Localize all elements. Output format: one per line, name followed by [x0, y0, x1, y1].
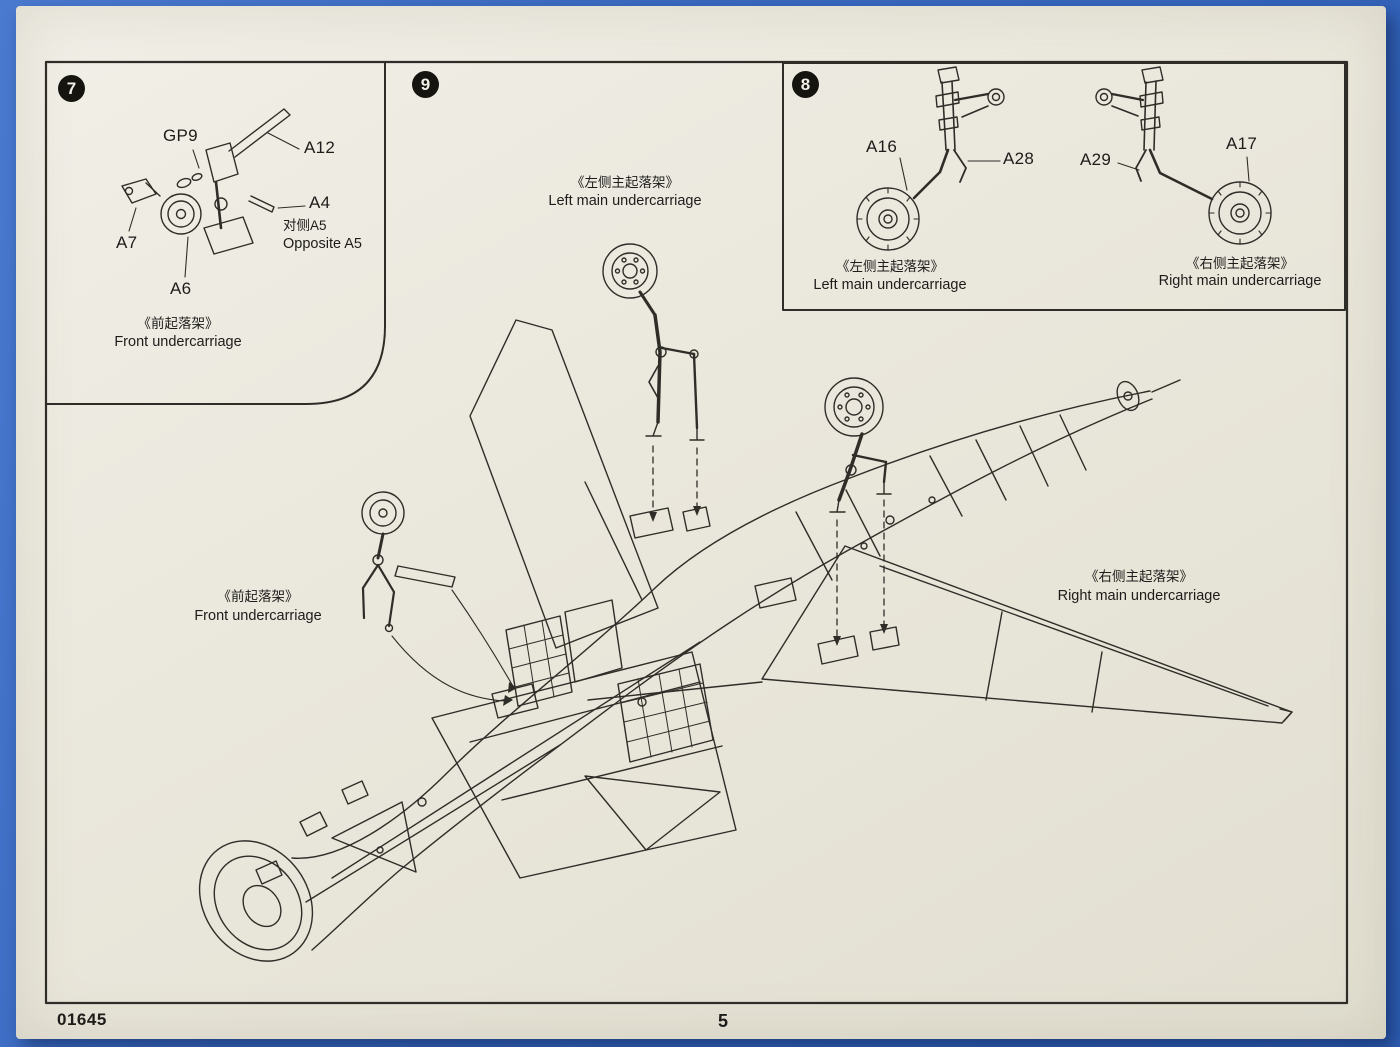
part-label-a29: A29 [1080, 150, 1112, 169]
part-label-a17: A17 [1226, 134, 1258, 153]
right-main-undercarriage-diagram [824, 377, 892, 646]
step9-left-main-caption-zh: 《左侧主起落架》 [571, 175, 679, 190]
part-label-gp9: GP9 [163, 126, 198, 145]
step-7-badge: 7 [58, 75, 85, 102]
step9-left-main-caption-en: Left main undercarriage [548, 193, 702, 209]
part-label-a4: A4 [309, 193, 331, 212]
step8-right-main-undercarriage-diagram [1095, 66, 1272, 245]
step-8-badge: 8 [792, 71, 819, 98]
step-7-number: 7 [66, 78, 77, 98]
step8-left-caption-zh: 《左侧主起落架》 [836, 259, 944, 274]
left-main-undercarriage-diagram [602, 243, 705, 522]
part-label-a7: A7 [116, 233, 138, 252]
page-border [44, 60, 1349, 1005]
step8-left-caption-en: Left main undercarriage [813, 277, 967, 293]
part-label-a28: A28 [1003, 149, 1035, 168]
kit-number: 01645 [57, 1010, 107, 1029]
step7-caption-en: Front undercarriage [114, 334, 242, 350]
step7-caption-zh: 《前起落架》 [137, 316, 219, 331]
part-label-a16: A16 [866, 137, 898, 156]
step9-right-main-caption-zh: 《右侧主起落架》 [1085, 569, 1193, 584]
step-9-number: 9 [420, 74, 431, 94]
page-number: 5 [717, 1011, 729, 1031]
part-label-a6: A6 [170, 279, 192, 298]
instruction-sheet-paper [16, 6, 1386, 1039]
step9-right-main-caption-en: Right main undercarriage [1057, 588, 1221, 604]
part-label-opposite-a5-zh: 对侧A5 [283, 218, 327, 233]
aircraft-underside-line-drawing [198, 319, 1293, 962]
part-label-opposite-a5-en: Opposite A5 [283, 236, 362, 252]
step-8-panel-border [782, 62, 1346, 311]
step8-left-main-undercarriage-diagram [856, 66, 1005, 251]
step8-right-caption-en: Right main undercarriage [1158, 273, 1322, 289]
part-label-a12: A12 [304, 138, 336, 157]
step9-front-caption-zh: 《前起落架》 [217, 589, 299, 604]
front-undercarriage-diagram [361, 491, 517, 706]
step9-front-caption-en: Front undercarriage [194, 608, 322, 624]
step-9-badge: 9 [412, 71, 439, 98]
step8-right-caption-zh: 《右侧主起落架》 [1186, 256, 1294, 271]
step-7-panel-divider [46, 62, 386, 405]
step-8-number: 8 [800, 74, 811, 94]
front-undercarriage-exploded-diagram [121, 108, 306, 278]
